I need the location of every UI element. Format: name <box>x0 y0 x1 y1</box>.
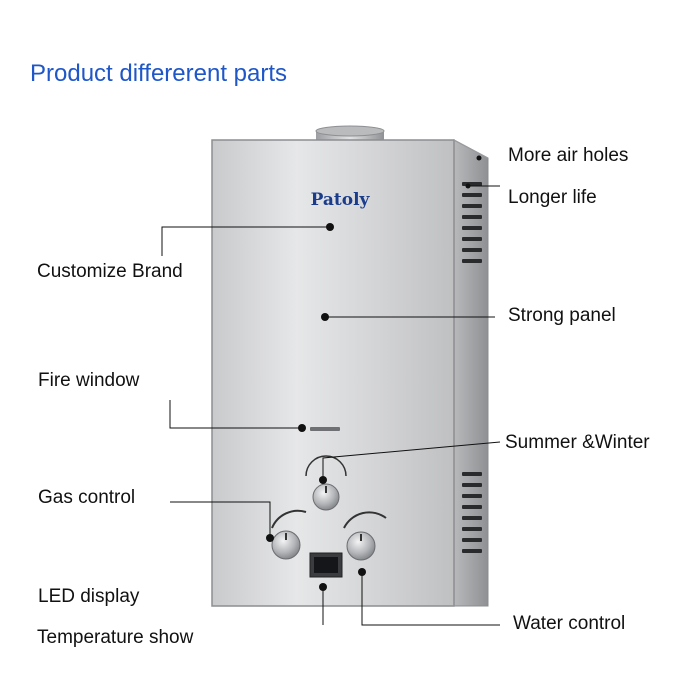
label-led-display: LED display <box>38 586 140 607</box>
fire-window-slot <box>310 427 340 431</box>
page-title: Product differerent parts <box>30 60 288 87</box>
label-longer-life: Longer life <box>508 187 597 208</box>
label-strong-panel: Strong panel <box>508 305 616 326</box>
label-customize-brand: Customize Brand <box>37 261 183 282</box>
label-water-control: Water control <box>513 613 626 634</box>
brand-logo: Patoly <box>311 190 371 210</box>
water-knob <box>343 511 387 561</box>
label-fire-window: Fire window <box>38 370 140 391</box>
label-more-air-holes: More air holes <box>508 145 629 166</box>
led-display <box>309 552 343 578</box>
gas-knob <box>271 509 307 560</box>
side-panel <box>453 139 489 607</box>
air-holes-upper <box>462 182 482 263</box>
label-gas-control: Gas control <box>38 487 136 508</box>
label-temperature-show: Temperature show <box>37 627 194 648</box>
label-summer-winter: Summer &Winter <box>505 432 650 453</box>
